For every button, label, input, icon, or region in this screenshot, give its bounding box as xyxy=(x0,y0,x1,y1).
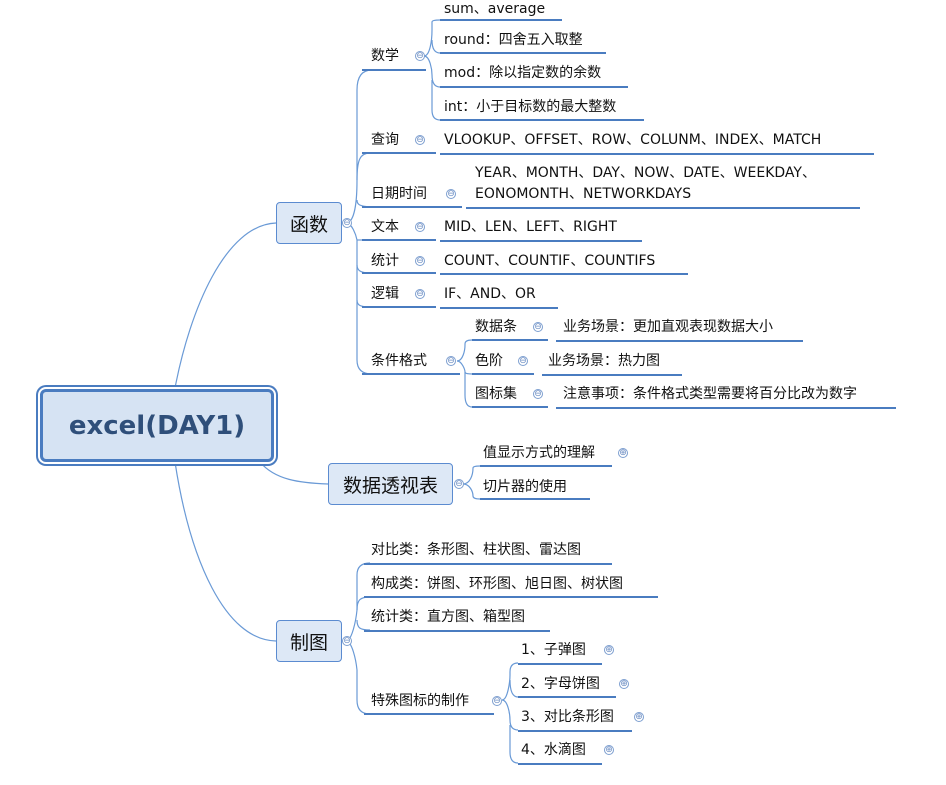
connector-root-functions xyxy=(174,222,277,389)
special-item-2[interactable]: 2、字母饼图 xyxy=(521,676,600,692)
math-item-2[interactable]: round：四舍五入取整 xyxy=(444,32,583,48)
lookup-detail[interactable]: VLOOKUP、OFFSET、ROW、COLUNM、INDEX、MATCH xyxy=(444,132,822,148)
expand-pivot-item-1-icon[interactable]: ⊕ xyxy=(618,448,628,458)
collapse-math-icon[interactable]: ⊖ xyxy=(415,51,425,61)
special-item-1[interactable]: 1、子弹图 xyxy=(521,642,586,658)
collapse-conditional-icon[interactable]: ⊖ xyxy=(446,356,456,366)
expand-special-item-1-icon[interactable]: ⊕ xyxy=(604,645,614,655)
chart-item-1[interactable]: 对比类：条形图、柱状图、雷达图 xyxy=(371,542,581,558)
expand-special-item-2-icon[interactable]: ⊕ xyxy=(619,679,629,689)
collapse-lookup-icon[interactable]: ⊖ xyxy=(415,135,425,145)
datetime-detail-line1[interactable]: YEAR、MONTH、DAY、NOW、DATE、WEEKDAY、 xyxy=(475,165,816,181)
collapse-charts-icon[interactable]: ⊖ xyxy=(342,636,352,646)
stats-detail[interactable]: COUNT、COUNTIF、COUNTIFS xyxy=(444,253,656,269)
chart-item-2[interactable]: 构成类：饼图、环形图、旭日图、树状图 xyxy=(371,576,623,592)
collapse-databar-icon[interactable]: ⊖ xyxy=(533,322,543,332)
node-colorscale[interactable]: 色阶 xyxy=(475,353,503,369)
node-iconset[interactable]: 图标集 xyxy=(475,386,517,402)
root-node[interactable]: excel(DAY1) xyxy=(40,389,274,462)
colorscale-detail[interactable]: 业务场景：热力图 xyxy=(548,353,660,369)
collapse-special-icon[interactable]: ⊖ xyxy=(492,696,502,706)
special-item-3[interactable]: 3、对比条形图 xyxy=(521,709,614,725)
pivot-label: 数据透视表 xyxy=(342,474,438,497)
root-label: excel(DAY1) xyxy=(68,410,246,441)
pivot-item-2[interactable]: 切片器的使用 xyxy=(483,479,567,495)
collapse-datetime-icon[interactable]: ⊖ xyxy=(446,189,456,199)
node-lookup[interactable]: 查询 xyxy=(371,132,399,148)
collapse-text-icon[interactable]: ⊖ xyxy=(415,222,425,232)
collapse-iconset-icon[interactable]: ⊖ xyxy=(533,389,543,399)
collapse-functions-icon[interactable]: ⊖ xyxy=(342,218,352,228)
node-math[interactable]: 数学 xyxy=(371,48,399,64)
databar-detail[interactable]: 业务场景：更加直观表现数据大小 xyxy=(563,319,773,335)
charts-label: 制图 xyxy=(289,631,328,654)
node-stats[interactable]: 统计 xyxy=(371,253,399,269)
node-functions[interactable]: 函数 xyxy=(276,202,342,244)
node-datetime[interactable]: 日期时间 xyxy=(371,186,427,202)
node-logic[interactable]: 逻辑 xyxy=(371,286,399,302)
text-detail[interactable]: MID、LEN、LEFT、RIGHT xyxy=(444,219,617,235)
node-pivot[interactable]: 数据透视表 xyxy=(328,463,453,505)
chart-item-3[interactable]: 统计类：直方图、箱型图 xyxy=(371,609,525,625)
node-special-charts[interactable]: 特殊图标的制作 xyxy=(371,693,469,709)
connector-functions-up xyxy=(345,69,373,224)
collapse-stats-icon[interactable]: ⊖ xyxy=(415,256,425,266)
node-databar[interactable]: 数据条 xyxy=(475,319,517,335)
collapse-pivot-icon[interactable]: ⊖ xyxy=(454,479,464,489)
math-item-1[interactable]: sum、average xyxy=(444,1,546,17)
connector-root-pivot xyxy=(259,461,329,485)
pivot-item-1[interactable]: 值显示方式的理解 xyxy=(483,445,595,461)
math-item-4[interactable]: int：小于目标数的最大整数 xyxy=(444,99,617,115)
node-text[interactable]: 文本 xyxy=(371,219,399,235)
collapse-logic-icon[interactable]: ⊖ xyxy=(415,289,425,299)
math-item-3[interactable]: mod：除以指定数的余数 xyxy=(444,65,602,81)
connector-functions-down xyxy=(345,222,373,375)
expand-special-item-4-icon[interactable]: ⊕ xyxy=(604,745,614,755)
datetime-detail-line2[interactable]: EONOMONTH、NETWORKDAYS xyxy=(475,186,692,202)
collapse-colorscale-icon[interactable]: ⊖ xyxy=(518,356,528,366)
node-conditional[interactable]: 条件格式 xyxy=(371,353,427,369)
node-charts[interactable]: 制图 xyxy=(276,620,342,662)
logic-detail[interactable]: IF、AND、OR xyxy=(444,286,536,302)
connector-root-charts xyxy=(174,461,277,642)
iconset-detail[interactable]: 注意事项：条件格式类型需要将百分比改为数字 xyxy=(563,386,857,402)
functions-label: 函数 xyxy=(289,213,328,236)
expand-special-item-3-icon[interactable]: ⊕ xyxy=(634,712,644,722)
special-item-4[interactable]: 4、水滴图 xyxy=(521,742,586,758)
